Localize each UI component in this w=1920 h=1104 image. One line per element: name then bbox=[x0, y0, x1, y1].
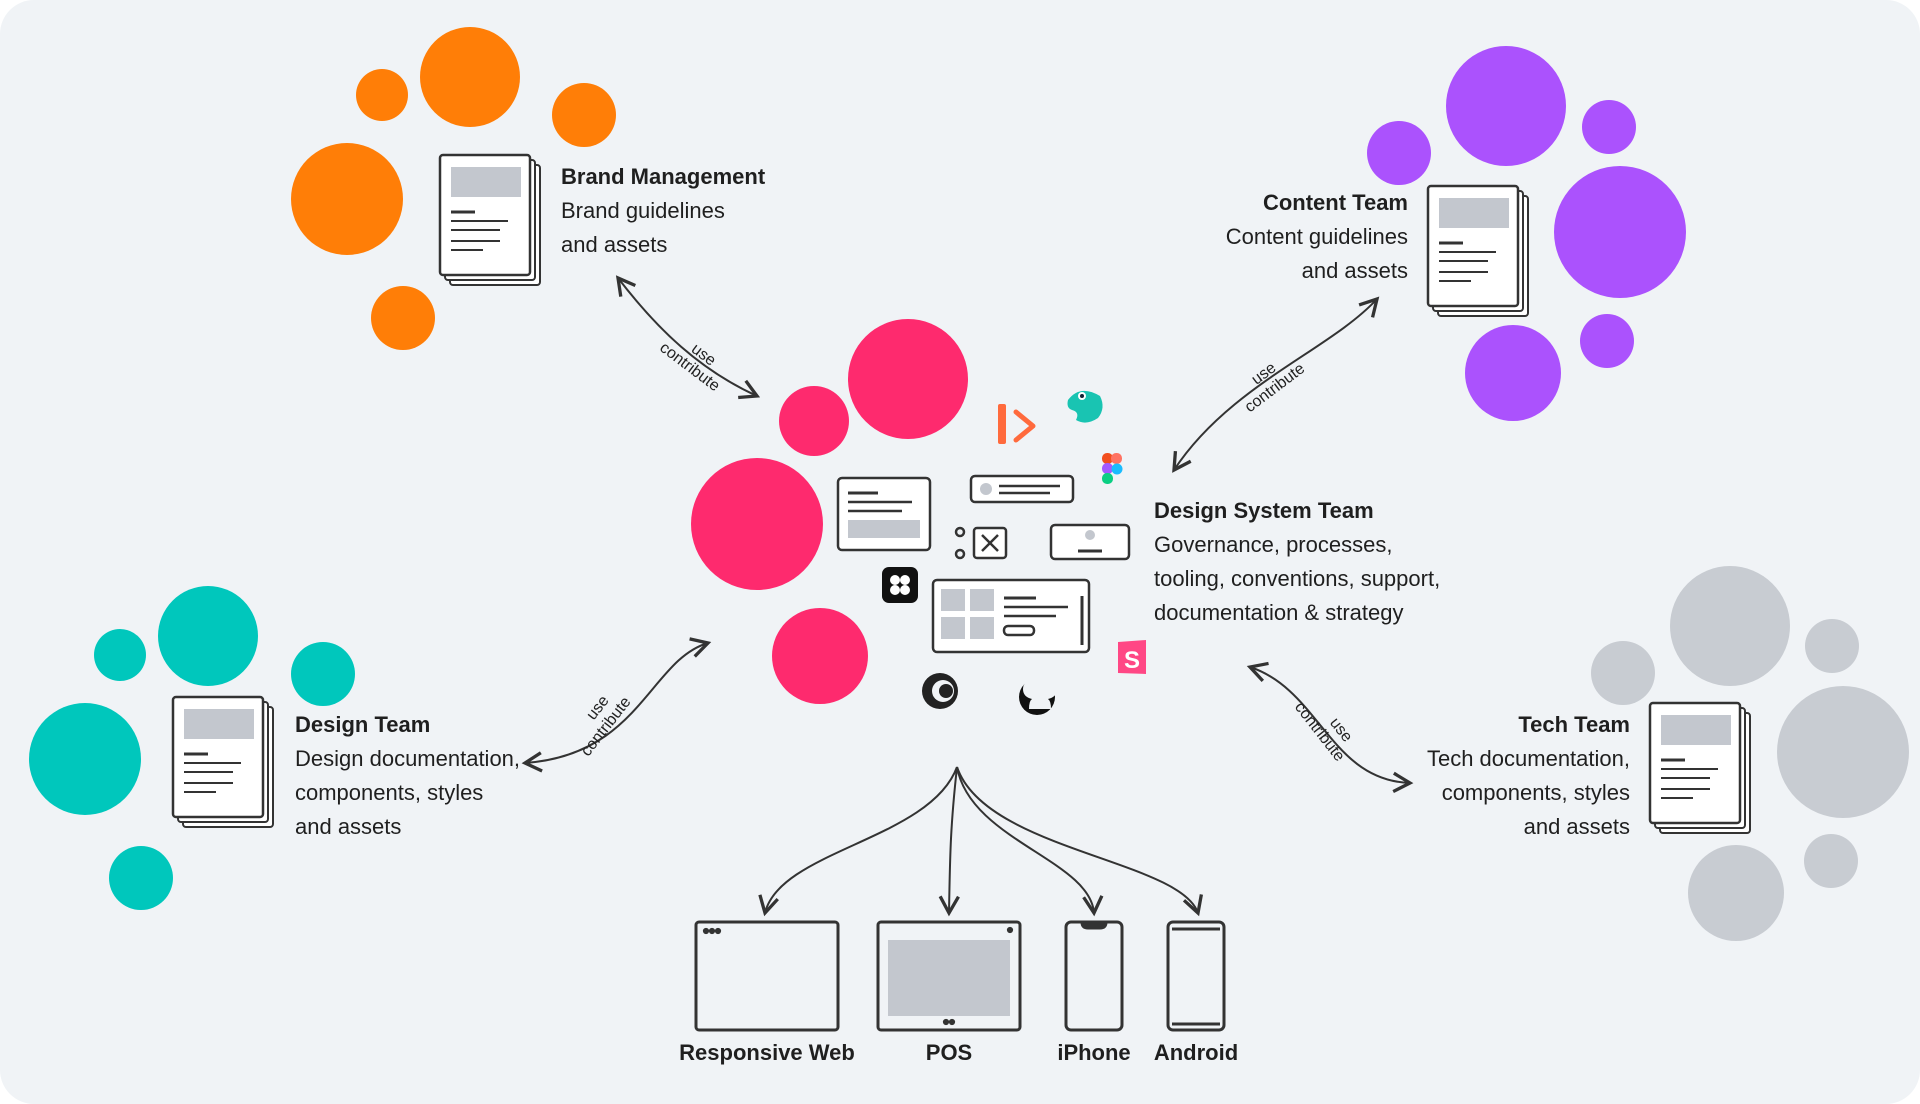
design-system-team-label: Design System Team Governance, processes… bbox=[1154, 494, 1440, 630]
platform-label-iphone: iPhone bbox=[1057, 1040, 1131, 1065]
brand-bubble bbox=[291, 143, 403, 255]
clover-icon bbox=[882, 567, 918, 603]
tech-document-icon bbox=[1648, 701, 1751, 834]
design-bubble bbox=[291, 642, 355, 706]
design-document-icon bbox=[171, 695, 274, 828]
platform-devices bbox=[694, 920, 1226, 1032]
ui-components-illustration bbox=[836, 474, 1131, 654]
content-title: Content Team bbox=[1262, 190, 1408, 215]
android-flow-arrow bbox=[956, 766, 1203, 917]
tech-team-label: Tech Team Tech documentation, components… bbox=[1330, 708, 1630, 844]
core-title: Design System Team bbox=[1154, 498, 1374, 523]
brand-management-label: Brand Management Brand guidelines and as… bbox=[561, 160, 765, 262]
core-bubbles bbox=[691, 319, 968, 704]
content-bubbles bbox=[1367, 46, 1686, 421]
content-bubble bbox=[1582, 100, 1636, 154]
content-bubble bbox=[1465, 325, 1561, 421]
tech-bubble bbox=[1804, 834, 1858, 888]
design-team-label: Design Team Design documentation, compon… bbox=[295, 708, 520, 844]
card-component-icon bbox=[836, 476, 932, 552]
design-title: Design Team bbox=[295, 712, 431, 737]
close-box-icon bbox=[954, 526, 1008, 560]
content-flow-arrow bbox=[1172, 296, 1380, 473]
storybook-icon: S bbox=[1118, 640, 1146, 674]
design-flow-arrow bbox=[521, 637, 712, 773]
content-bubble bbox=[1367, 121, 1431, 185]
tech-bubble bbox=[1688, 845, 1784, 941]
brand-bubble bbox=[552, 83, 616, 147]
pos-flow-arrow bbox=[938, 766, 960, 917]
svg-text:S: S bbox=[1124, 647, 1140, 674]
design-bubble bbox=[29, 703, 141, 815]
content-bubble bbox=[1580, 314, 1634, 368]
brand-title: Brand Management bbox=[561, 164, 766, 189]
figma-icon bbox=[1102, 453, 1123, 484]
tech-bubble bbox=[1805, 619, 1859, 673]
github-icon bbox=[1019, 675, 1057, 715]
tech-flow-arrow bbox=[1246, 661, 1414, 793]
brand-bubble bbox=[420, 27, 520, 127]
input-component-icon bbox=[969, 474, 1075, 504]
brand-flow-arrow bbox=[615, 275, 761, 400]
design-bubble bbox=[158, 586, 258, 686]
platform-label-responsive-web: Responsive Web bbox=[679, 1040, 855, 1065]
tech-bubbles bbox=[1591, 566, 1909, 941]
brand-bubbles bbox=[291, 27, 616, 350]
brand-description: Brand guidelines and assets bbox=[561, 198, 725, 257]
iphone-flow-arrow bbox=[956, 766, 1104, 917]
brand-document-icon bbox=[438, 153, 541, 286]
platform-label-android: Android bbox=[1153, 1040, 1239, 1065]
web-flow-arrow bbox=[758, 766, 958, 917]
design-bubble bbox=[94, 629, 146, 681]
tech-bubble bbox=[1670, 566, 1790, 686]
core-bubble bbox=[691, 458, 823, 590]
browser-window-icon bbox=[694, 920, 840, 1032]
content-document-icon bbox=[1426, 184, 1529, 317]
zeroheight-icon bbox=[998, 404, 1036, 444]
brand-contribute-label: contribute bbox=[656, 339, 722, 395]
core-description: Governance, processes, tooling, conventi… bbox=[1154, 532, 1441, 625]
json-schema-icon bbox=[922, 673, 958, 709]
core-bubble bbox=[779, 386, 849, 456]
tech-title: Tech Team bbox=[1518, 712, 1630, 737]
design-description: Design documentation, components, styles… bbox=[295, 746, 521, 839]
iphone-icon bbox=[1064, 920, 1124, 1032]
tech-description: Tech documentation, components, styles a… bbox=[1426, 746, 1630, 839]
android-phone-icon bbox=[1166, 920, 1226, 1032]
design-bubbles bbox=[29, 586, 355, 910]
tech-bubble bbox=[1777, 686, 1909, 818]
flow-arrows bbox=[521, 275, 1414, 917]
core-bubble bbox=[772, 608, 868, 704]
design-bubble bbox=[109, 846, 173, 910]
pos-terminal-icon bbox=[876, 920, 1022, 1032]
brand-bubble bbox=[356, 69, 408, 121]
content-bubble bbox=[1554, 166, 1686, 298]
chameleon-icon bbox=[1067, 390, 1103, 423]
content-description: Content guidelines and assets bbox=[1225, 224, 1408, 283]
content-team-label: Content Team Content guidelines and asse… bbox=[1108, 186, 1408, 288]
platform-label-pos: POS bbox=[925, 1040, 973, 1065]
brand-bubble bbox=[371, 286, 435, 350]
content-bubble bbox=[1446, 46, 1566, 166]
tech-bubble bbox=[1591, 641, 1655, 705]
profile-component-icon bbox=[1049, 523, 1131, 561]
core-bubble bbox=[848, 319, 968, 439]
